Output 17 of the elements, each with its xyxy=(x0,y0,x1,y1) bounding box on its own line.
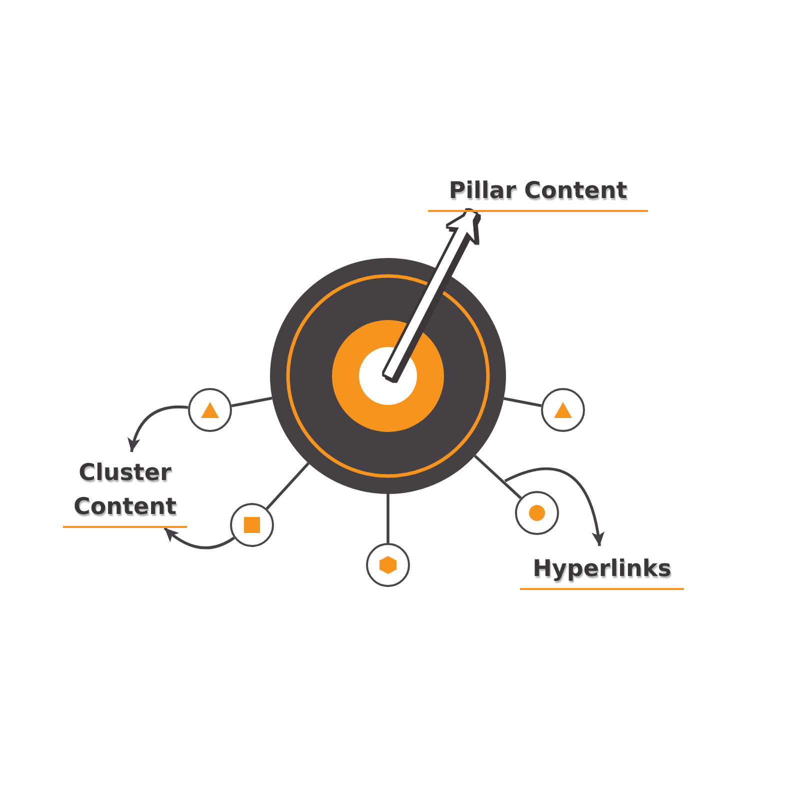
circle-node xyxy=(230,503,274,547)
connector-line xyxy=(231,396,272,408)
circle-node xyxy=(515,491,559,535)
underlined-label: Cluster Content xyxy=(63,452,187,528)
underlined-label: Pillar Content xyxy=(428,170,648,212)
circle-node xyxy=(366,543,410,587)
connector-line xyxy=(266,462,310,510)
connector-line xyxy=(504,397,542,408)
curved-arrow xyxy=(164,526,235,550)
connector-line xyxy=(474,454,522,500)
curved-arrow xyxy=(128,406,188,452)
target-circle xyxy=(270,258,506,494)
circle-node xyxy=(541,388,585,432)
underlined-label: Hyperlinks xyxy=(520,546,684,590)
curved-arrow xyxy=(504,468,604,546)
circle-node xyxy=(188,388,232,432)
connector-line xyxy=(386,494,390,543)
